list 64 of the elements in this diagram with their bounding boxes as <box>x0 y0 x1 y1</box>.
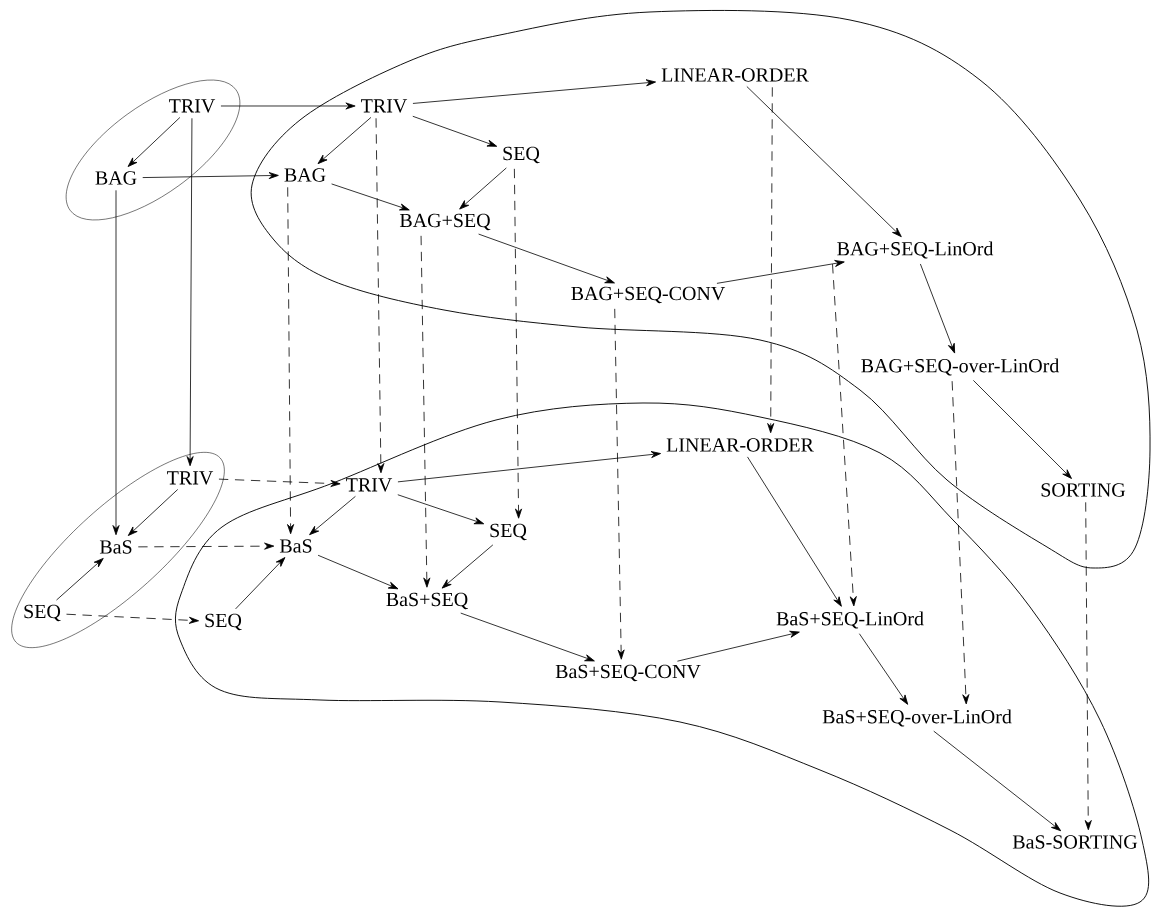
arrow <box>460 612 595 662</box>
dashed-arrow <box>66 613 199 624</box>
arrow <box>933 730 1062 832</box>
node-label: BaS+SEQ-CONV <box>555 664 701 682</box>
dashed-arrow <box>287 186 295 535</box>
arrow <box>716 260 845 284</box>
node-label: BaS+SEQ-over-LinOrd <box>822 709 1012 727</box>
arrow <box>972 379 1072 479</box>
arrow <box>747 456 842 607</box>
arrow <box>397 451 661 483</box>
arrow <box>142 172 279 180</box>
node-label: BAG <box>284 168 326 182</box>
node-label: SEQ <box>205 613 242 631</box>
dashed-arrow <box>513 168 523 519</box>
arrow <box>235 557 286 610</box>
dashed-arrow <box>375 117 385 474</box>
node-label: BAG <box>95 171 137 185</box>
arrow <box>397 494 485 525</box>
node-label: SEQ <box>24 604 61 622</box>
arrow <box>317 116 372 165</box>
node-label: TRIV <box>169 99 216 113</box>
node-label: LINEAR-ORDER <box>666 438 814 452</box>
arrow <box>412 115 498 147</box>
arrow <box>459 167 507 210</box>
arrow <box>441 544 494 589</box>
node-label: TRIV <box>361 99 408 113</box>
node-label: BaS <box>279 539 312 553</box>
arrow <box>920 263 956 354</box>
arrow <box>220 102 356 110</box>
node-label: SEQ <box>490 523 527 541</box>
node-label: SORTING <box>1041 483 1126 497</box>
node-label: BAG+SEQ <box>399 213 491 231</box>
dashed-arrow <box>832 263 857 607</box>
arrow <box>331 183 410 211</box>
arrow <box>858 633 909 705</box>
arrow <box>478 233 615 284</box>
arrow <box>127 489 179 536</box>
arrow <box>412 79 656 104</box>
node-label: TRIV <box>167 471 214 485</box>
node-label: BAG+SEQ-LinOrd <box>837 241 994 259</box>
arrow <box>127 117 181 167</box>
dashed-arrow <box>951 380 970 705</box>
node-label: SEQ <box>503 146 540 164</box>
arrow <box>309 495 356 536</box>
dashed-arrow <box>420 235 431 588</box>
arrow <box>186 117 194 467</box>
node-label: BaS+SEQ <box>386 592 468 610</box>
node-label: BAG+SEQ-over-LinOrd <box>861 358 1060 376</box>
node-label: TRIV <box>346 478 393 492</box>
node-label: BaS-SORTING <box>1012 835 1138 849</box>
dashed-arrow <box>614 308 625 660</box>
arrow <box>317 554 399 590</box>
dashed-arrow <box>767 86 775 434</box>
arrow <box>677 630 800 662</box>
node-label: BAG+SEQ-CONV <box>571 286 726 304</box>
dashed-arrow <box>1084 501 1092 831</box>
arrow <box>112 189 120 536</box>
dashed-arrow <box>218 478 341 487</box>
arrow <box>56 558 104 601</box>
node-label: LINEAR-ORDER <box>661 68 809 82</box>
node-label: BaS+SEQ-LinOrd <box>776 611 924 629</box>
dashed-arrow <box>137 542 275 550</box>
node-label: BaS <box>99 540 132 554</box>
arrow <box>746 86 902 238</box>
